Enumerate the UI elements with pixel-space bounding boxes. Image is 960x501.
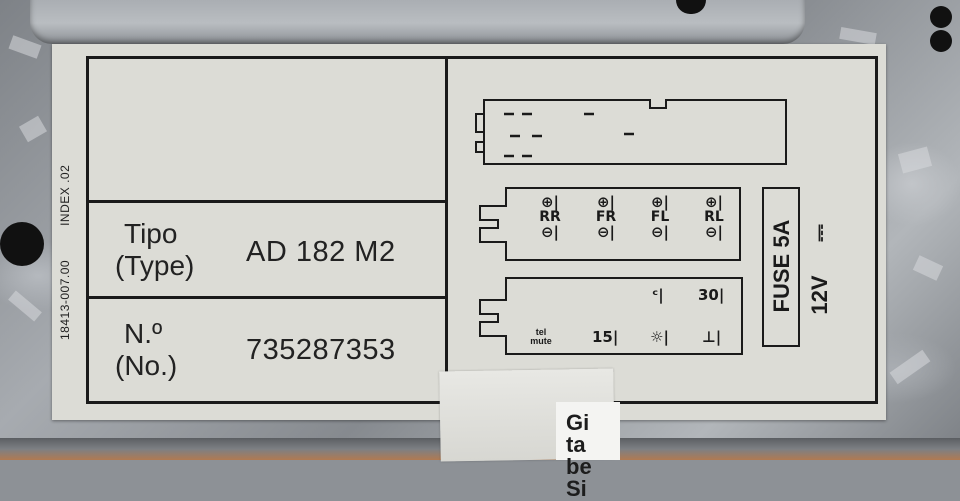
- fuse-box: [762, 187, 800, 347]
- mounting-hole-top: [676, 0, 706, 14]
- speaker-pin-rl: ⊕| RL ⊖|: [704, 193, 724, 241]
- top-left-divider: [86, 200, 446, 203]
- type-label: (Type): [115, 250, 195, 281]
- speaker-connector-outline: [479, 187, 741, 261]
- mounting-hole-left: [0, 222, 44, 266]
- power-connector-outline: [479, 277, 743, 355]
- number-value: 735287353: [246, 334, 396, 366]
- fuse-label: FUSE 5A: [769, 219, 794, 313]
- speaker-pin-fr: ⊕| FR ⊖|: [595, 193, 617, 241]
- pin-ground: ⊥|: [702, 328, 722, 346]
- center-divider: [445, 56, 448, 404]
- sticker-paper: [556, 402, 620, 460]
- sticker-text: Gi ta be Si: [566, 410, 592, 501]
- product-label: 18413-007.00INDEX .02 Tipo (Type) AD 182…: [52, 44, 886, 420]
- dc-symbol-icon: ⎓: [807, 224, 832, 242]
- pin-illumination: ᶜ|: [652, 286, 664, 304]
- pin-15: 15|: [592, 328, 619, 346]
- tipo-label: Tipo: [124, 218, 178, 249]
- type-value: AD 182 M2: [246, 236, 396, 268]
- pin-light: ☼|: [650, 328, 669, 346]
- mounting-hole-top-right-1: [930, 6, 952, 28]
- antenna-connector-diagram: [475, 99, 787, 165]
- side-code-text: 18413-007.00INDEX .02: [58, 164, 72, 340]
- metal-plate-edge: [30, 0, 805, 44]
- mounting-hole-top-right-2: [930, 30, 952, 52]
- pin-30: 30|: [698, 286, 725, 304]
- voltage-label: 12V: [807, 275, 832, 315]
- speaker-pin-fl: ⊕| FL ⊖|: [650, 193, 670, 241]
- number-label: N.º: [124, 318, 163, 349]
- speaker-pin-rr: ⊕| RR ⊖|: [539, 193, 561, 241]
- middle-left-divider: [86, 296, 446, 299]
- number-label-english: (No.): [115, 350, 178, 381]
